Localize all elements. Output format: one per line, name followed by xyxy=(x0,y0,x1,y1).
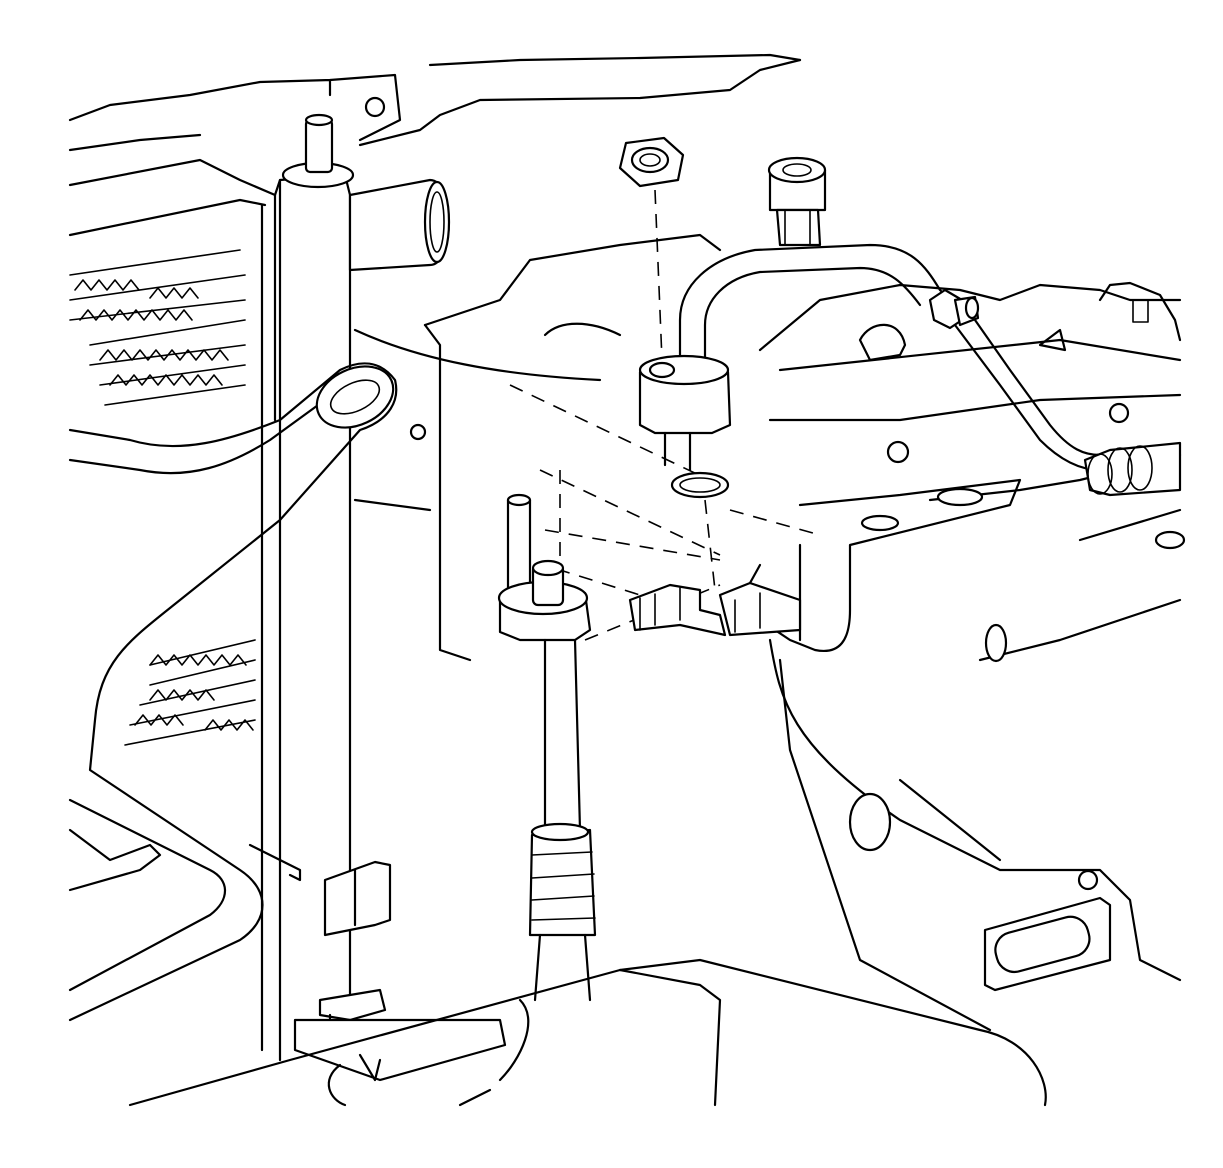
radiator-support-bracket xyxy=(68,362,398,1022)
lower-ac-line xyxy=(497,493,597,1002)
ac-line-icon xyxy=(678,243,1182,497)
seal-washer-icon xyxy=(670,471,730,499)
hose-block-icon xyxy=(638,354,732,472)
condenser-fitting-icon xyxy=(767,156,827,247)
chassis-panel xyxy=(128,233,1186,1107)
radiator-icon xyxy=(68,113,507,1082)
nut-icon xyxy=(618,136,685,188)
upper-body-panel xyxy=(68,53,802,152)
retaining-clip-icon xyxy=(628,563,802,637)
